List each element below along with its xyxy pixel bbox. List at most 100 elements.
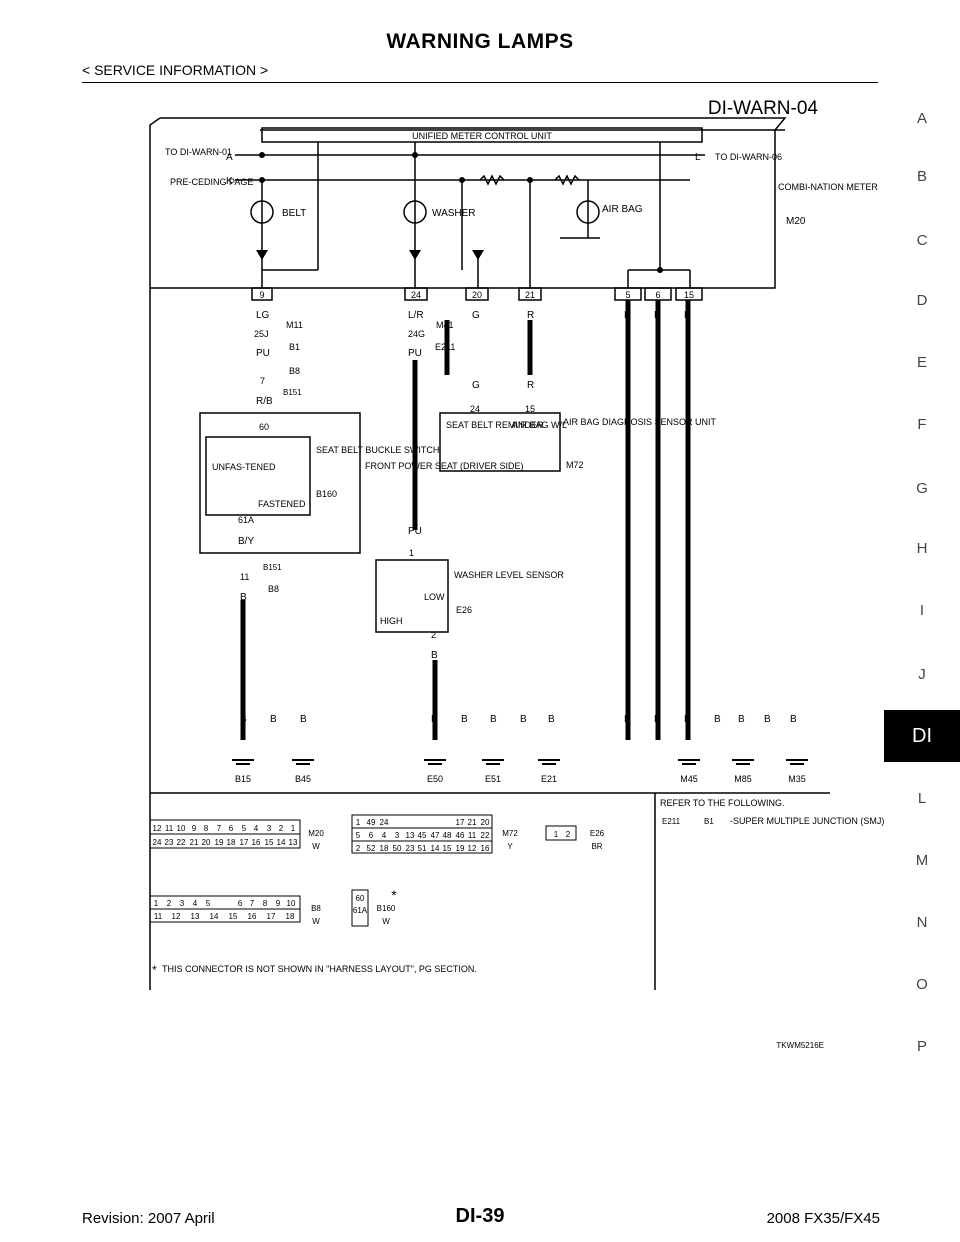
wire-color: B [684,310,691,321]
cavity-label: 2 [566,830,571,839]
cavity-label: 7 [250,899,255,908]
cavity-label: 16 [481,844,490,853]
cavity-label: 11 [154,912,163,921]
cavity-label: 8 [263,899,268,908]
pin-label: 1 [409,548,414,558]
unit-label: UNIFIED METER CONTROL UNIT [412,131,552,141]
footer-page-number: DI-39 [455,1205,505,1227]
index-letter[interactable]: N [916,914,928,931]
ground-label: B45 [295,774,311,784]
wire-color: R/B [256,396,273,407]
index-letter[interactable]: P [916,1038,927,1055]
connector-label: 25J [254,329,269,339]
wire-color: B [654,310,661,321]
cavity-label: 24 [380,818,389,827]
wire-color: R [527,310,534,321]
cavity-label: 15 [229,912,238,921]
cavity-label: 14 [210,912,219,921]
wire-color: PU [408,348,422,359]
wire-color: B [790,714,797,725]
cavity-label: 6 [238,899,243,908]
ground-label: M45 [680,774,698,784]
wire-color: R [527,380,534,391]
index-letter[interactable]: H [916,540,928,557]
connector-label: M11 [286,320,303,330]
cavity-label: 51 [418,844,427,853]
index-letter[interactable]: L [917,790,927,807]
wire-color: B [490,714,497,725]
index-letter[interactable]: O [916,976,928,993]
front-power-seat-box [199,412,361,554]
wire-color: L/R [408,310,424,321]
cavity-label: 5 [206,899,211,908]
wire-color: G [472,380,480,391]
cavity-label: 18 [227,838,236,847]
connector-label: B8 [268,584,279,594]
connector-label: B160 [377,904,396,913]
cavity-label: 2 [279,824,284,833]
cavity-label: 15 [443,844,452,853]
cavity-label: 60 [356,894,365,903]
cavity-label: 8 [204,824,209,833]
cavity-label: 9 [192,824,197,833]
meter-connector: M20 [786,216,806,227]
cavity-label: 10 [177,824,186,833]
wire-color: B [764,714,771,725]
cavity-label: 52 [367,844,376,853]
cavity-label: 2 [167,899,172,908]
cavity-label: 9 [276,899,281,908]
pin-label: 24 [411,290,421,300]
pin-label: 6 [655,290,660,300]
index-letter[interactable]: A [916,110,927,127]
cavity-label: 17 [267,912,276,921]
connector-note: THIS CONNECTOR IS NOT SHOWN IN "HARNESS … [162,964,477,974]
cavity-label: 1 [291,824,296,833]
cavity-label: 61A [353,906,368,915]
index-letter[interactable]: B [916,168,927,185]
cavity-label: 14 [431,844,440,853]
index-active-section[interactable]: DI [884,710,960,762]
wire-color: B [431,714,438,725]
index-letter[interactable]: I [919,602,925,619]
buckle-switch-label: SEAT BELT BUCKLE SWITCH [316,445,439,455]
connector-label: E211 [662,817,681,826]
airbag-label: AIR BAG [602,204,643,215]
wire-color: B [240,714,247,725]
connector-label: B151 [283,388,302,397]
index-letter[interactable]: F [917,416,927,433]
ground-label: B15 [235,774,251,784]
diode-icon [409,250,421,260]
cavity-label: 16 [252,838,261,847]
connector-color: Y [507,842,513,851]
cavity-label: 4 [193,899,198,908]
index-letter[interactable]: C [916,232,928,249]
washer-label: WASHER [432,208,476,219]
airbag-lamp-icon [576,200,600,224]
cavity-label: 12 [172,912,181,921]
wire-color: B [300,714,307,725]
ground-label: E50 [427,774,443,784]
index-letter[interactable]: M [915,852,929,869]
index-letter[interactable]: G [916,480,928,497]
index-letter[interactable]: J [918,666,926,683]
cavity-label: 18 [286,912,295,921]
index-letter[interactable]: D [916,292,928,309]
cavity-label: 22 [177,838,186,847]
connector-label: B160 [316,489,337,499]
connector-color: W [382,917,390,926]
ground-label: M35 [788,774,806,784]
cavity-label: 13 [406,831,415,840]
airbag-unit-label: AIR BAG DIAGNOSIS SENSOR UNIT [563,417,717,427]
connector-color: W [312,842,320,851]
airbag-unit-box [439,412,561,472]
connector-label: M20 [308,829,324,838]
cavity-label: 12 [468,844,477,853]
buckle-switch-box [205,436,311,516]
breadcrumb: < SERVICE INFORMATION > [82,62,269,78]
high-label: HIGH [380,616,403,626]
cavity-label: 22 [481,831,490,840]
footer-model: 2008 FX35/FX45 [766,1210,880,1227]
index-letter[interactable]: E [916,354,927,371]
airbag-wl: AIR BAG W/L [512,420,567,430]
cavity-label: 3 [395,831,400,840]
